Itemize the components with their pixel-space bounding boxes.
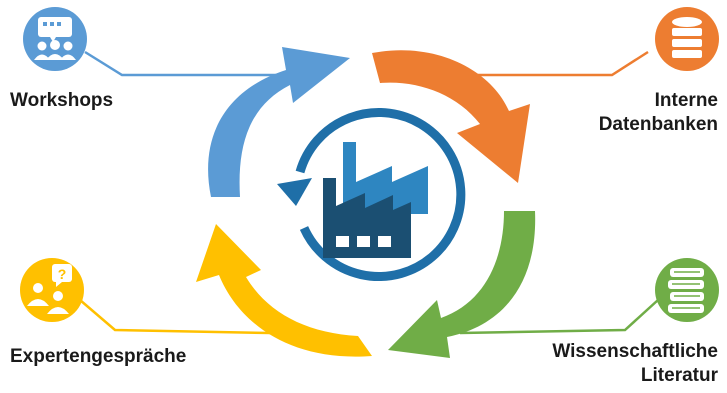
workshops-label: Workshops (10, 90, 114, 111)
center-ring (277, 108, 466, 281)
expert-conversation-icon: ? (20, 258, 84, 322)
connector-literatur (459, 299, 659, 335)
expertengespraeche-label: Expertengespräche (10, 346, 187, 367)
connector-workshops (84, 50, 295, 77)
arrow-blue (208, 47, 350, 197)
svg-text:?: ? (58, 266, 67, 282)
workshop-presentation-icon (23, 7, 87, 71)
wissenschaftliche-literatur-label-line1: Wissenschaftliche (552, 341, 718, 362)
cycle-arrows (196, 47, 536, 358)
wissenschaftliche-literatur-label-line2: Literatur (640, 365, 718, 386)
connector-lines (79, 50, 659, 335)
wissenschaftliche-literatur-label: Wissenschaftliche Literatur (552, 340, 718, 388)
database-icon (655, 7, 719, 71)
arrow-green (388, 211, 536, 358)
interne-datenbanken-label-line2: Datenbanken (598, 114, 718, 135)
arrow-orange (372, 50, 530, 184)
interne-datenbanken-label-line1: Interne (654, 90, 718, 111)
center-ring-arrowhead (277, 178, 312, 206)
books-icon (655, 258, 719, 322)
interne-datenbanken-label: Interne Datenbanken (599, 89, 718, 137)
connector-datenbanken (440, 50, 649, 77)
connector-expert (79, 299, 271, 335)
center-ring-arc (295, 108, 466, 281)
arrow-yellow (196, 224, 372, 357)
factory-icon (323, 142, 428, 258)
